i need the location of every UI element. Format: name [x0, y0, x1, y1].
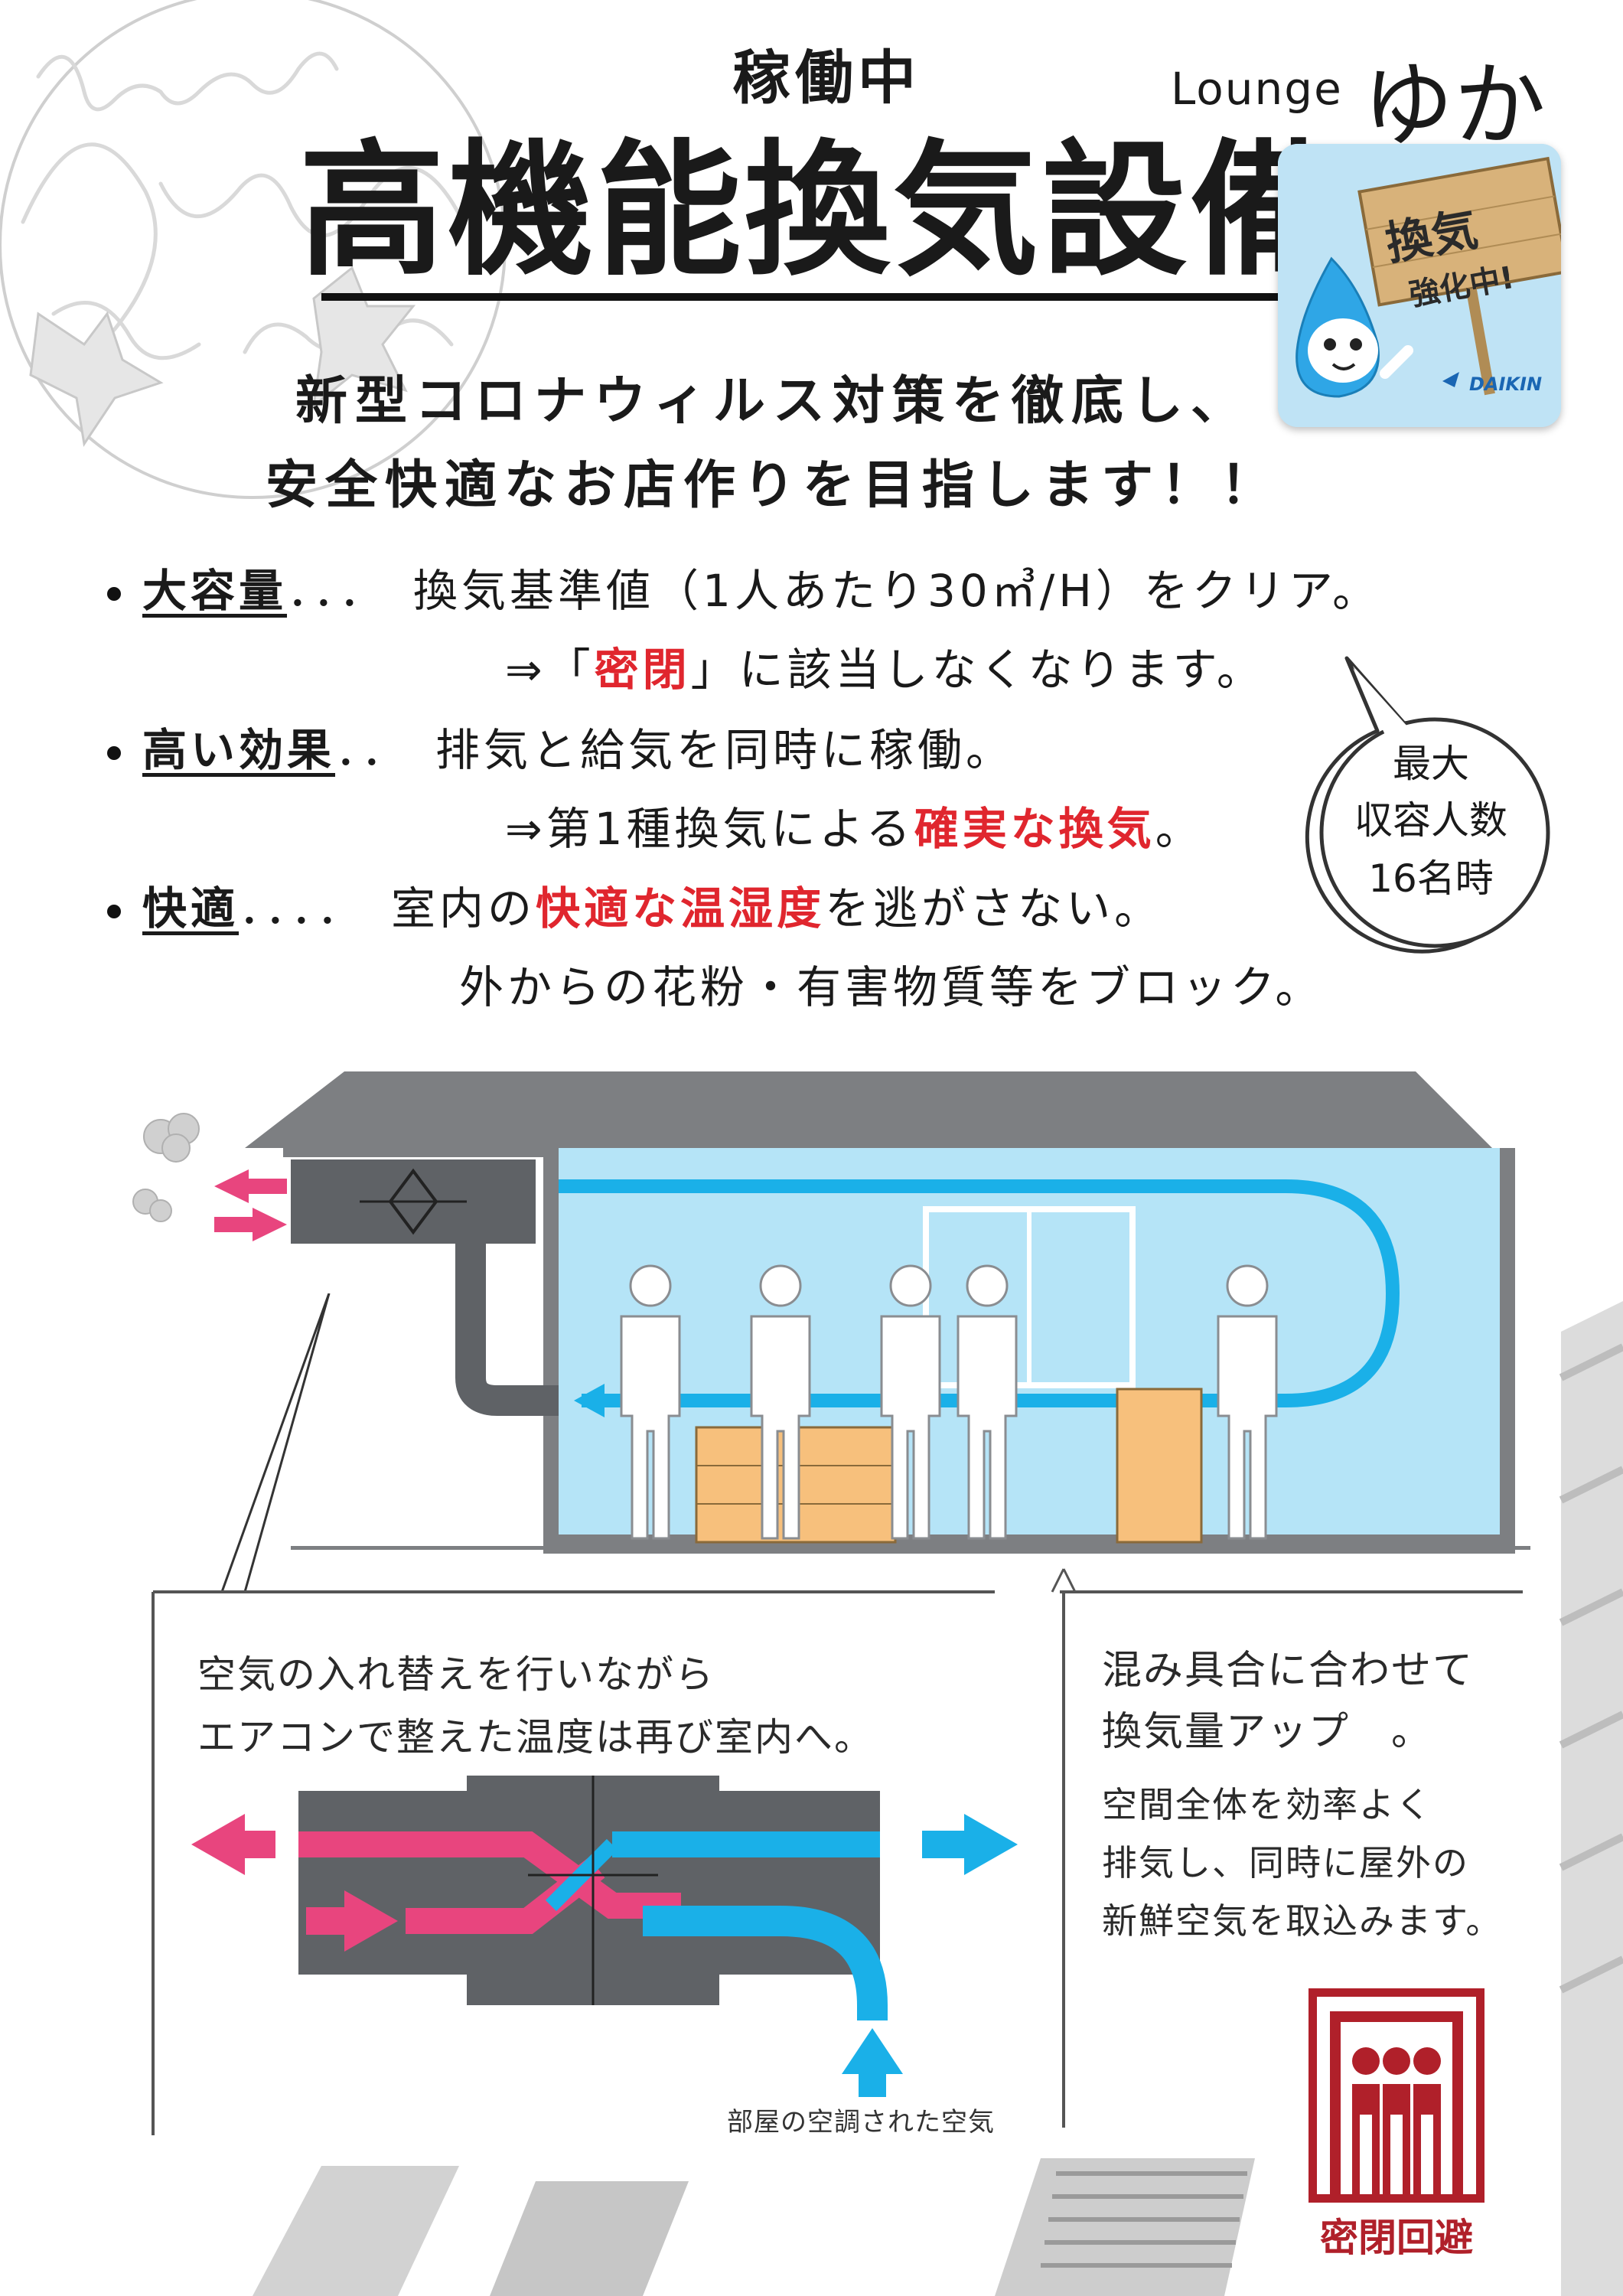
house-roof [245, 1071, 1492, 1148]
bullet-comfort-sub: 外からの花粉・有害物質等をブロック。 [459, 961, 1324, 1013]
airflow-loop [559, 1179, 1400, 1407]
right-panel-body-1: 空間全体を効率よく [1102, 1784, 1432, 1825]
room-air-caption: 部屋の空調された空気 [727, 2107, 995, 2138]
bubble-line-2: 収容人数 [1354, 798, 1507, 843]
bullet-effect: 高い効果．． 排気と給気を同時に稼働。 [107, 714, 1014, 778]
speech-bubble [1305, 656, 1550, 954]
bullet-capacity: 大容量．．． 換気基準値（1人あたり30㎥/H）をクリア。 [107, 555, 1380, 619]
right-panel-body-2: 排気し、同時に屋外の [1102, 1842, 1469, 1883]
right-panel-heading-1: 混み具合に合わせて [1102, 1648, 1475, 1694]
lounge-word: Lounge [1171, 63, 1343, 115]
ventilation-house-diagram [132, 1071, 1530, 1554]
left-panel-line-2: エアコンで整えた温度は再び室内へ。 [197, 1715, 874, 1760]
mascot-illustration [1278, 144, 1561, 427]
background-photo [253, 1301, 1623, 2296]
bubble-line-1: 最大 [1393, 742, 1469, 786]
right-panel-body-3: 新鮮空気を取込みます。 [1102, 1900, 1503, 1942]
lounge-logo-watermark [0, 0, 507, 499]
title-underline [321, 293, 1316, 301]
avoid-closed-space-label: 密閉回避 [1320, 2216, 1473, 2260]
avoid-closed-space-icon [1309, 1988, 1484, 2203]
people-silhouettes [620, 1264, 1278, 1540]
daikin-brand: DAIKIN [1469, 373, 1543, 395]
bullet-comfort: 快適．．．． 室内の快適な温湿度を逃がさない。 [107, 872, 1162, 937]
status-text: 稼働中 [732, 44, 921, 112]
ventilation-badge: 換気 強化中! DAIKIN [1278, 144, 1561, 427]
subtitle-line-2: 安全快適なお店作りを目指します！！ [265, 455, 1280, 516]
callout-frames [152, 1293, 1523, 2135]
bullet-effect-sub: ⇒第1種換気による確実な換気。 [505, 803, 1204, 855]
page-title: 高機能換気設備 [298, 125, 1338, 295]
bullet-capacity-sub: ⇒「密閉」に該当しなくなります。 [505, 644, 1265, 696]
heat-exchanger-diagram [191, 1776, 1018, 2097]
subtitle-line-1: 新型コロナウィルス対策を徹底し、 [295, 371, 1250, 432]
left-panel-line-1: 空気の入れ替えを行いながら [197, 1652, 715, 1697]
lounge-name: ゆか [1362, 53, 1546, 159]
right-panel-heading-2: 換気量アップ 。 [1102, 1709, 1433, 1755]
bubble-line-3: 16名時 [1368, 856, 1494, 901]
